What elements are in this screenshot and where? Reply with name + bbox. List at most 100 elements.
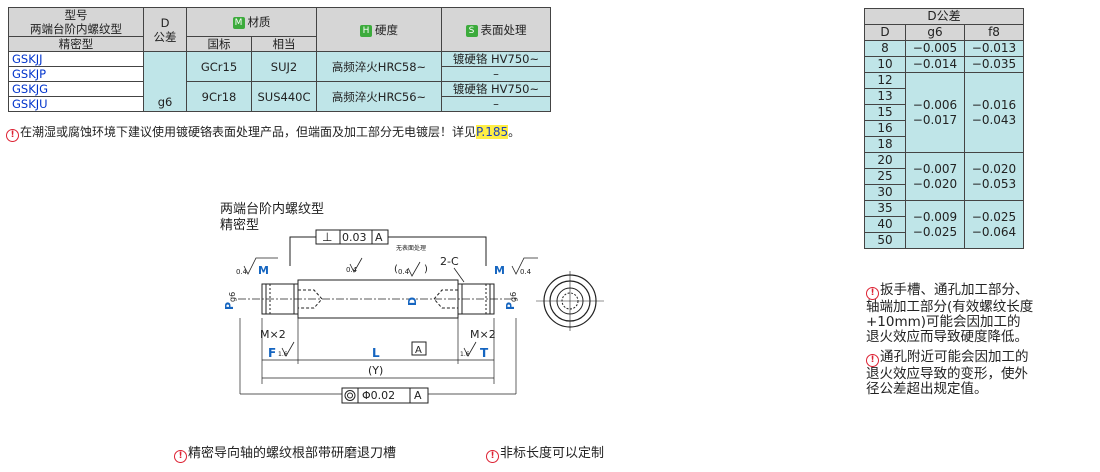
label-y: (Y) [368,364,383,377]
tol-d-cell: 18 [864,136,906,153]
material-badge-icon: M [232,17,245,29]
surface-cell: – [441,66,551,82]
material-eq-cell: SUJ2 [251,51,317,82]
roughness-left: 0.4 [236,268,248,276]
surface-badge-icon: S [465,24,478,37]
material-std-cell: 9Cr18 [186,81,252,112]
tol-f8-cell: −0.025−0.064 [964,200,1024,249]
hardness-cell: 高频淬火HRC56~ [316,81,442,112]
tol-g6-cell: −0.014 [905,56,965,73]
material-eq-cell: SUS440C [251,81,317,112]
side-note-1-text: 扳手槽、通孔加工部分、轴端加工部分(有效螺纹长度+10mm)可能会因加工的退火效… [866,282,1034,345]
tol-g6-upper: −0.009 [912,209,958,224]
conc-datum: A [414,389,422,402]
tol-d-cell: 25 [864,168,906,185]
tol-d-cell: 16 [864,120,906,137]
label-p-right: P [504,302,517,310]
tol-g6-cell: −0.007−0.020 [905,152,965,201]
datum-a-label: A [415,345,422,356]
header-d: D 公差 [143,7,187,52]
warning-icon: ! [174,450,187,463]
concentricity-frame [341,387,429,404]
label-d: D [406,297,419,306]
tol-g6-cell: −0.005 [905,40,965,57]
header-material-std: 国标 [186,36,252,52]
tol-d-cell: 50 [864,232,906,249]
hardness-badge-icon: H [360,24,372,37]
shaft-drawing: ⊥ 0.03 A 无表面处理 0.4 0.4 0.4 0.4 1.6 1.6 (… [223,229,604,404]
tol-f8-lower: −0.053 [971,176,1017,191]
tol-d-cell: 40 [864,216,906,233]
svg-text:(: ( [394,264,398,275]
tol-d-cell: 20 [864,152,906,169]
roughness-left-end: 1.6 [278,351,288,358]
model-cell: GSKJG [8,81,144,97]
label-p-left: P [223,302,236,310]
header-d-label: D [160,15,170,30]
header-model-sub: 精密型 [8,36,144,52]
chamfer-label: 2-C [440,255,459,268]
tol-f8-upper: −0.020 [971,161,1017,176]
roughness-right: 0.4 [520,268,532,276]
tol-f8-lower: −0.064 [971,224,1017,239]
surface-cell: – [441,96,551,112]
tol-cell: g6 [143,51,187,112]
tol-g6-cell: −0.009−0.025 [905,200,965,249]
drawing-title: 两端台阶内螺纹型 精密型 [220,202,324,234]
side-notes: !扳手槽、通孔加工部分、轴端加工部分(有效螺纹长度+10mm)可能会因加工的退火… [866,283,1034,402]
warning-icon: ! [6,129,19,142]
header-model: 型号 两端台阶内螺纹型 [8,7,144,37]
label-g6-left: g6 [228,292,237,302]
tol-f8-lower: −0.043 [971,112,1017,127]
tol-title: D公差 [864,8,1024,25]
header-model-type: 两端台阶内螺纹型 [30,22,122,36]
side-note-2: !通孔附近可能会因加工的退火效应导致的变形，使外径公差超出规定值。 [866,350,1034,397]
header-hardness-label: 硬度 [375,22,398,37]
svg-text:): ) [424,264,428,275]
footnote-right-text: 非标长度可以定制 [500,446,605,461]
header-material-label: 材质 [247,15,271,29]
label-mx2-left: M×2 [260,328,286,341]
d-tolerance-table: D公差 D g6 f8 8−0.005−0.013 10−0.014−0.035… [864,8,1024,249]
tol-f8-cell: −0.016−0.043 [964,72,1024,153]
label-f: F [268,346,276,360]
label-mx2-right: M×2 [470,328,496,341]
surface-cell: 镀硬铬 HV750~ [441,51,551,67]
model-cell: GSKJU [8,96,144,112]
surface-cell: 镀硬铬 HV750~ [441,81,551,97]
drawing-title-line2: 精密型 [220,218,260,233]
conc-value: Φ0.02 [362,389,395,402]
side-note-1: !扳手槽、通孔加工部分、轴端加工部分(有效螺纹长度+10mm)可能会因加工的退火… [866,283,1034,345]
perpendicularity-icon: ⊥ [322,230,332,244]
tol-d-cell: 30 [864,184,906,201]
tol-d-cell: 15 [864,104,906,121]
footnote-right: !非标长度可以定制 [486,442,604,463]
footnote-left-text: 精密导向轴的螺纹根部带研磨退刀槽 [188,446,397,461]
plating-note-text: 在潮湿或腐蚀环境下建议使用镀硬铬表面处理产品，但端面及加工部分无电镀层！详见 [20,125,477,139]
tol-f8-upper: −0.025 [971,209,1017,224]
datum-a-box [411,341,427,356]
model-cell: GSKJJ [8,51,144,67]
page-link[interactable]: P.185 [476,125,509,139]
no-plating-label: 无表面处理 [396,244,426,252]
warning-icon: ! [486,450,499,463]
tol-g6-cell: −0.006−0.017 [905,72,965,153]
tol-f8-cell: −0.020−0.053 [964,152,1024,201]
header-model-label: 型号 [64,8,88,22]
tol-g6-upper: −0.007 [912,161,958,176]
roughness-right-end: 1.6 [460,351,470,358]
tol-d-cell: 13 [864,88,906,105]
tol-f8-upper: −0.016 [971,97,1017,112]
hardness-cell: 高频淬火HRC58~ [316,51,442,82]
tol-header-g6: g6 [905,24,965,41]
roughness-paren: 0.4 [398,268,410,276]
tol-f8-cell: −0.013 [964,40,1024,57]
end-view [536,271,604,331]
perp-value: 0.03 [342,231,367,244]
label-l: L [372,346,380,360]
header-surface-label: 表面处理 [480,22,527,37]
tol-header-f8: f8 [964,24,1024,41]
